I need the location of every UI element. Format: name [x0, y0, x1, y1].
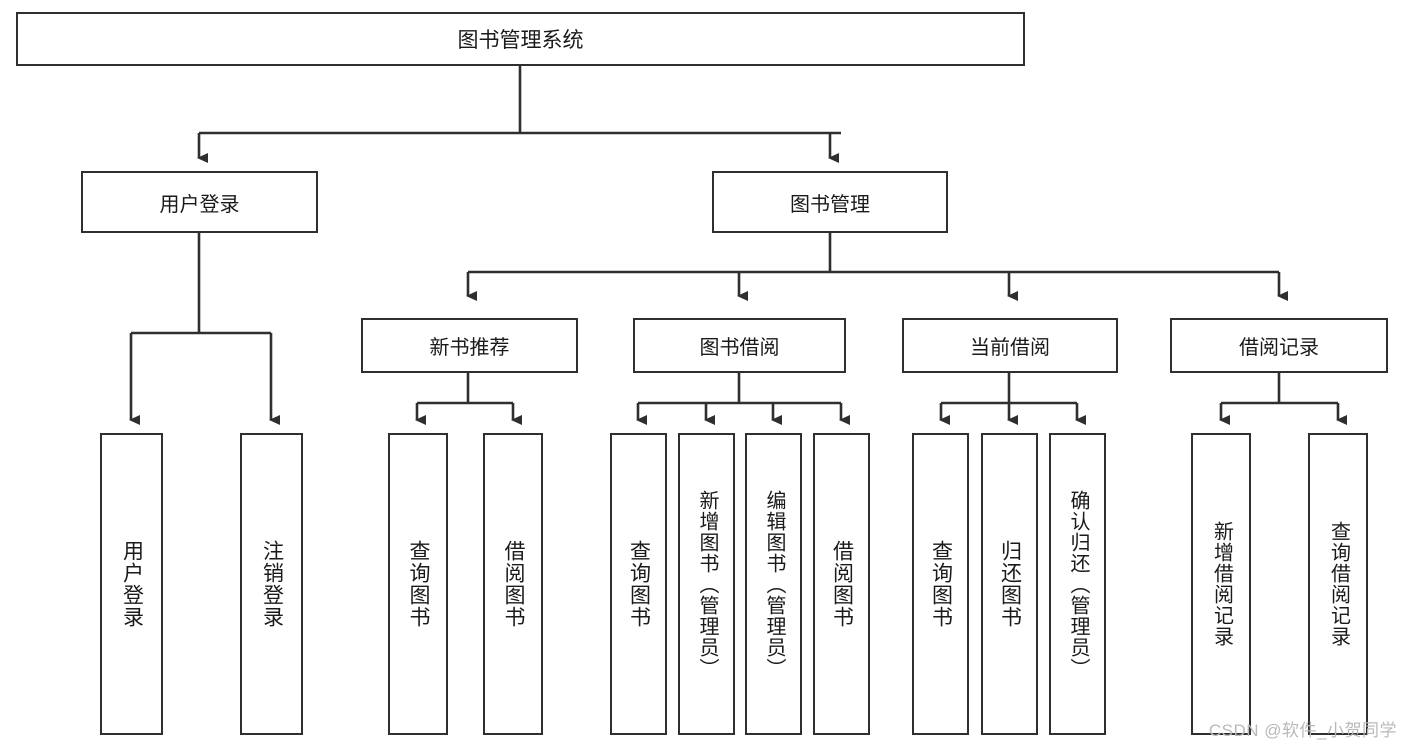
leaf-add-record[interactable]: 新增借阅记录 — [1191, 433, 1251, 735]
leaf-label: 用户登录 — [120, 540, 144, 628]
leaf-borrow-book-2[interactable]: 借阅图书 — [813, 433, 870, 735]
leaf-label: 借阅图书 — [502, 540, 526, 628]
leaf-label: 新增借阅记录 — [1210, 521, 1233, 647]
node-new-book-rec[interactable]: 新书推荐 — [361, 318, 578, 373]
node-borrow-record[interactable]: 借阅记录 — [1170, 318, 1388, 373]
leaf-query-record[interactable]: 查询借阅记录 — [1308, 433, 1368, 735]
leaf-confirm-return[interactable]: 确认归还（管理员） — [1049, 433, 1106, 735]
leaf-label: 确认归还（管理员） — [1067, 489, 1089, 679]
node-book-borrow[interactable]: 图书借阅 — [633, 318, 846, 373]
leaf-label: 查询图书 — [407, 540, 431, 628]
leaf-borrow-book-1[interactable]: 借阅图书 — [483, 433, 543, 735]
node-label: 当前借阅 — [970, 337, 1050, 359]
node-label: 图书管理系统 — [457, 29, 584, 52]
node-book-manage[interactable]: 图书管理 — [712, 171, 948, 233]
leaf-query-book-1[interactable]: 查询图书 — [388, 433, 448, 735]
leaf-label: 查询图书 — [929, 540, 953, 628]
csdn-watermark: CSDN @软件_小贺同学 — [1208, 721, 1397, 740]
leaf-label: 注销登录 — [260, 540, 284, 628]
leaf-label: 借阅图书 — [830, 540, 854, 628]
node-label: 借阅记录 — [1239, 337, 1319, 359]
node-user-login[interactable]: 用户登录 — [81, 171, 318, 233]
leaf-add-book[interactable]: 新增图书（管理员） — [678, 433, 735, 735]
leaf-label: 编辑图书（管理员） — [763, 489, 785, 679]
node-root-system[interactable]: 图书管理系统 — [16, 12, 1025, 66]
node-current-borrow[interactable]: 当前借阅 — [902, 318, 1118, 373]
leaf-logout[interactable]: 注销登录 — [240, 433, 303, 735]
node-label: 新书推荐 — [429, 337, 510, 359]
leaf-label: 查询借阅记录 — [1327, 521, 1350, 647]
node-label: 图书借阅 — [699, 337, 780, 359]
leaf-label: 查询图书 — [627, 540, 651, 628]
leaf-label: 新增图书（管理员） — [696, 489, 718, 679]
leaf-query-book-3[interactable]: 查询图书 — [912, 433, 969, 735]
leaf-return-book[interactable]: 归还图书 — [981, 433, 1038, 735]
node-label: 用户登录 — [159, 193, 240, 216]
leaf-label: 归还图书 — [998, 540, 1022, 628]
node-label: 图书管理 — [790, 193, 870, 216]
leaf-user-login[interactable]: 用户登录 — [100, 433, 163, 735]
leaf-edit-book[interactable]: 编辑图书（管理员） — [745, 433, 802, 735]
leaf-query-book-2[interactable]: 查询图书 — [610, 433, 667, 735]
